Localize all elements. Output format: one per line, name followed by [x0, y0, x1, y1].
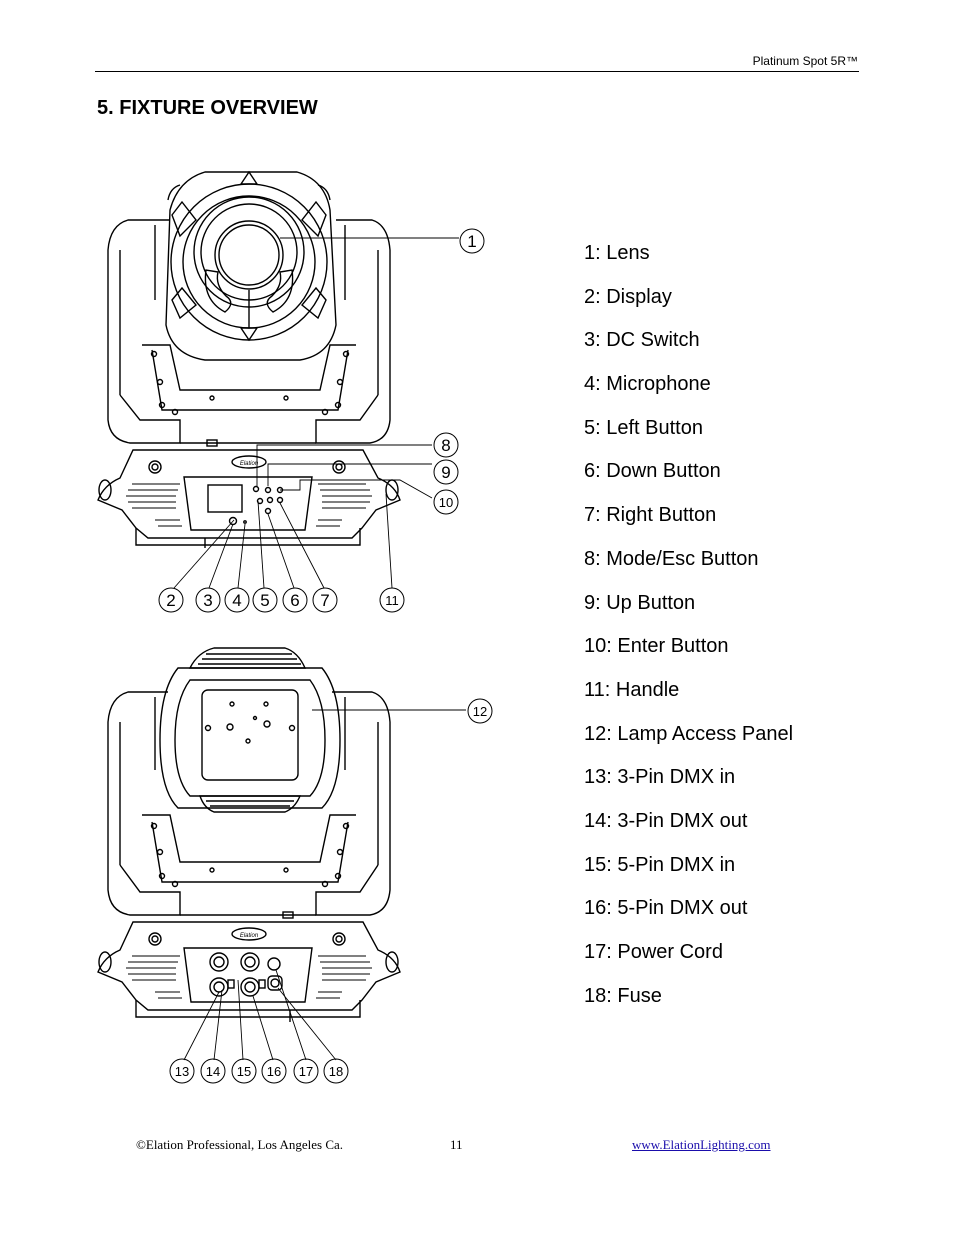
website-link[interactable]: www.ElationLighting.com: [632, 1137, 771, 1152]
callout-label-1: 1: [467, 232, 476, 251]
callout-11: [379, 587, 405, 613]
callout-14: [200, 1058, 226, 1084]
callout-label-5: 5: [260, 591, 269, 610]
footer-copyright: ©Elation Professional, Los Angeles Ca.: [136, 1137, 344, 1152]
legend-item: 14: 3-Pin DMX out: [584, 809, 748, 832]
callout-2: [158, 587, 184, 613]
legend-item: 10: Enter Button: [584, 635, 729, 658]
callout-1: [459, 228, 485, 254]
callout-label-2: 2: [166, 591, 175, 610]
legend-item: 18: Fuse: [584, 984, 662, 1007]
callout-label-10: 10: [439, 495, 453, 510]
callout-label-9: 9: [441, 463, 450, 482]
callout-12: [467, 698, 493, 724]
front-view: Elation: [97, 170, 401, 548]
fixture-diagram: Elation: [97, 170, 493, 1084]
callout-label-18: 18: [329, 1064, 343, 1079]
parts-legend: 1: Lens 2: Display 3: DC Switch 4: Micro…: [584, 241, 793, 1027]
callout-label-17: 17: [299, 1064, 313, 1079]
callout-label-16: 16: [267, 1064, 281, 1079]
callout-13: [169, 1058, 195, 1084]
callout-label-6: 6: [290, 591, 299, 610]
svg-text:Elation: Elation: [240, 933, 259, 939]
callout-17: [293, 1058, 319, 1084]
callout-label-13: 13: [175, 1064, 189, 1079]
callout-6: [282, 587, 308, 613]
callout-5: [252, 587, 278, 613]
callout-9: [433, 459, 459, 485]
callout-label-3: 3: [203, 591, 212, 610]
callout-label-15: 15: [237, 1064, 251, 1079]
legend-item: 9: Up Button: [584, 591, 696, 614]
callout-label-14: 14: [206, 1064, 220, 1079]
legend-item: 12: Lamp Access Panel: [584, 722, 794, 745]
header-rule: [95, 71, 859, 72]
callout-label-8: 8: [441, 436, 450, 455]
callout-16: [261, 1058, 287, 1084]
page-number: 11: [450, 1137, 463, 1152]
callout-7: [312, 587, 338, 613]
legend-item: 2: Display: [584, 285, 672, 308]
callout-15: [231, 1058, 257, 1084]
callout-label-4: 4: [232, 591, 241, 610]
callout-18: [323, 1058, 349, 1084]
legend-item: 5: Left Button: [584, 416, 703, 439]
legend-item: 15: 5-Pin DMX in: [584, 853, 736, 876]
legend-item: 6: Down Button: [584, 460, 721, 483]
legend-item: 3: DC Switch: [584, 329, 700, 352]
callout-label-12: 12: [473, 704, 487, 719]
legend-item: 8: Mode/Esc Button: [584, 547, 759, 570]
callout-label-7: 7: [320, 591, 329, 610]
back-view: Elation: [97, 647, 401, 1022]
callout-label-11: 11: [385, 593, 399, 608]
legend-item: 11: Handle: [584, 678, 680, 701]
callout-4: [224, 587, 250, 613]
legend-item: 16: 5-Pin DMX out: [584, 897, 748, 920]
running-header: Platinum Spot 5R™: [752, 54, 858, 68]
legend-item: 1: Lens: [584, 242, 650, 264]
callout-10: [433, 489, 459, 515]
svg-text:Elation: Elation: [240, 461, 259, 467]
legend-item: 4: Microphone: [584, 373, 711, 396]
section-title: 5. FIXTURE OVERVIEW: [97, 97, 318, 119]
legend-item: 7: Right Button: [584, 504, 717, 527]
legend-item: 13: 3-Pin DMX in: [584, 766, 736, 789]
legend-item: 17: Power Cord: [584, 941, 723, 963]
callout-3: [195, 587, 221, 613]
callout-8: [433, 432, 459, 458]
